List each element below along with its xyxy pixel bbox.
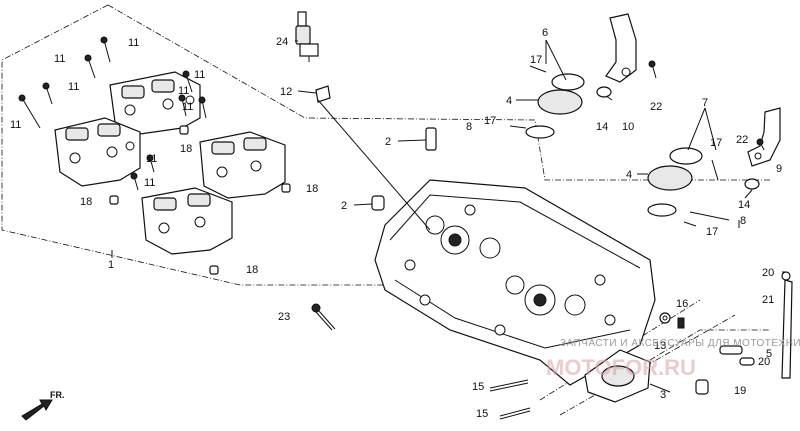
- dowel-pins-18: [109, 125, 291, 275]
- label-part-2-a: 2: [385, 136, 391, 148]
- label-part-22-b: 22: [736, 134, 748, 146]
- watermark-tagline: ЗАПЧАСТИ И АКСЕССУАРЫ ДЛЯ МОТОТЕХНИКИ: [560, 338, 800, 349]
- label-part-14-b: 14: [738, 199, 750, 211]
- label-part-17-d: 17: [706, 226, 718, 238]
- label-part-15-b: 15: [476, 408, 488, 420]
- bolt-23: [311, 303, 336, 331]
- label-part-5: 5: [766, 348, 772, 360]
- label-part-11-g: 11: [182, 101, 193, 113]
- studs-15: [489, 379, 531, 420]
- label-part-3: 3: [660, 389, 666, 401]
- thermostat-cover: [584, 349, 651, 403]
- water-pipe-9: [747, 107, 781, 167]
- leader-lines: [111, 39, 786, 393]
- label-part-16: 16: [676, 298, 688, 310]
- label-part-20-a: 20: [762, 267, 774, 279]
- water-pipe-10: [605, 13, 637, 83]
- hose-21: [781, 271, 793, 379]
- label-part-15-a: 15: [472, 381, 484, 393]
- cap-19: [695, 379, 709, 395]
- plug-cap-12: [315, 85, 331, 103]
- label-part-10: 10: [622, 121, 634, 133]
- label-part-4-a: 4: [506, 95, 512, 107]
- o-rings-14: [596, 86, 760, 190]
- label-part-14-a: 14: [596, 121, 608, 133]
- rocker-arm-holder-bottom: [141, 187, 233, 255]
- watermark-brand: MOTOFOR.RU: [546, 355, 696, 380]
- front-direction-arrow: FR.: [21, 390, 65, 421]
- label-part-24: 24: [276, 36, 288, 48]
- label-part-8-a: 8: [466, 121, 472, 133]
- label-part-22-a: 22: [650, 101, 662, 113]
- bolts-22: [648, 60, 765, 151]
- rocker-arm-holder-lower-left: [54, 117, 141, 187]
- intake-insulator-upper: [509, 65, 585, 139]
- label-part-21: 21: [762, 294, 774, 306]
- label-part-4-b: 4: [626, 169, 632, 181]
- label-part-20-b: 20: [758, 356, 770, 368]
- fittings-5-20: [719, 345, 755, 366]
- label-part-7: 7: [702, 97, 708, 109]
- label-part-18-c: 18: [80, 196, 92, 208]
- label-part-9: 9: [776, 163, 782, 175]
- part-labels: 24 11 11 11 11 11 11 11 11 11 12 18 18 1…: [10, 27, 782, 420]
- label-part-17-a: 17: [530, 54, 542, 66]
- label-part-2-b: 2: [341, 200, 347, 212]
- intake-insulator-lower: [647, 147, 719, 227]
- rocker-arm-holder-right: [199, 131, 286, 199]
- bolt-16: [677, 317, 685, 329]
- washer-13: [659, 312, 671, 324]
- label-part-18-d: 18: [246, 264, 258, 276]
- label-part-17-c: 17: [710, 137, 722, 149]
- label-part-11-f: 11: [10, 119, 21, 131]
- label-part-11-b: 11: [54, 53, 65, 65]
- label-part-23: 23: [278, 311, 290, 323]
- cylinder-head: [374, 179, 656, 386]
- valve-guides-2: [371, 127, 437, 211]
- bolts-11: [18, 36, 207, 191]
- label-part-12: 12: [280, 86, 292, 98]
- label-part-13: 13: [654, 340, 666, 352]
- label-part-11-h: 11: [146, 153, 157, 165]
- label-part-8-b: 8: [740, 215, 746, 227]
- label-part-19: 19: [734, 385, 746, 397]
- label-part-17-b: 17: [484, 115, 496, 127]
- label-part-11-i: 11: [144, 177, 155, 189]
- rocker-arm-holder-upper-left: [109, 71, 201, 135]
- watermark: ЗАПЧАСТИ И АКСЕССУАРЫ ДЛЯ МОТОТЕХНИКИ MO…: [546, 338, 800, 380]
- label-part-11-a: 11: [128, 37, 139, 49]
- label-part-18-b: 18: [306, 183, 318, 195]
- front-direction-label: FR.: [50, 390, 65, 400]
- label-part-11-e: 11: [178, 85, 189, 97]
- label-part-1: 1: [108, 259, 114, 271]
- spark-plug: [295, 11, 319, 62]
- label-part-11-c: 11: [68, 81, 79, 93]
- label-part-6: 6: [542, 27, 548, 39]
- label-part-11-d: 11: [194, 69, 205, 81]
- label-part-18-a: 18: [180, 143, 192, 155]
